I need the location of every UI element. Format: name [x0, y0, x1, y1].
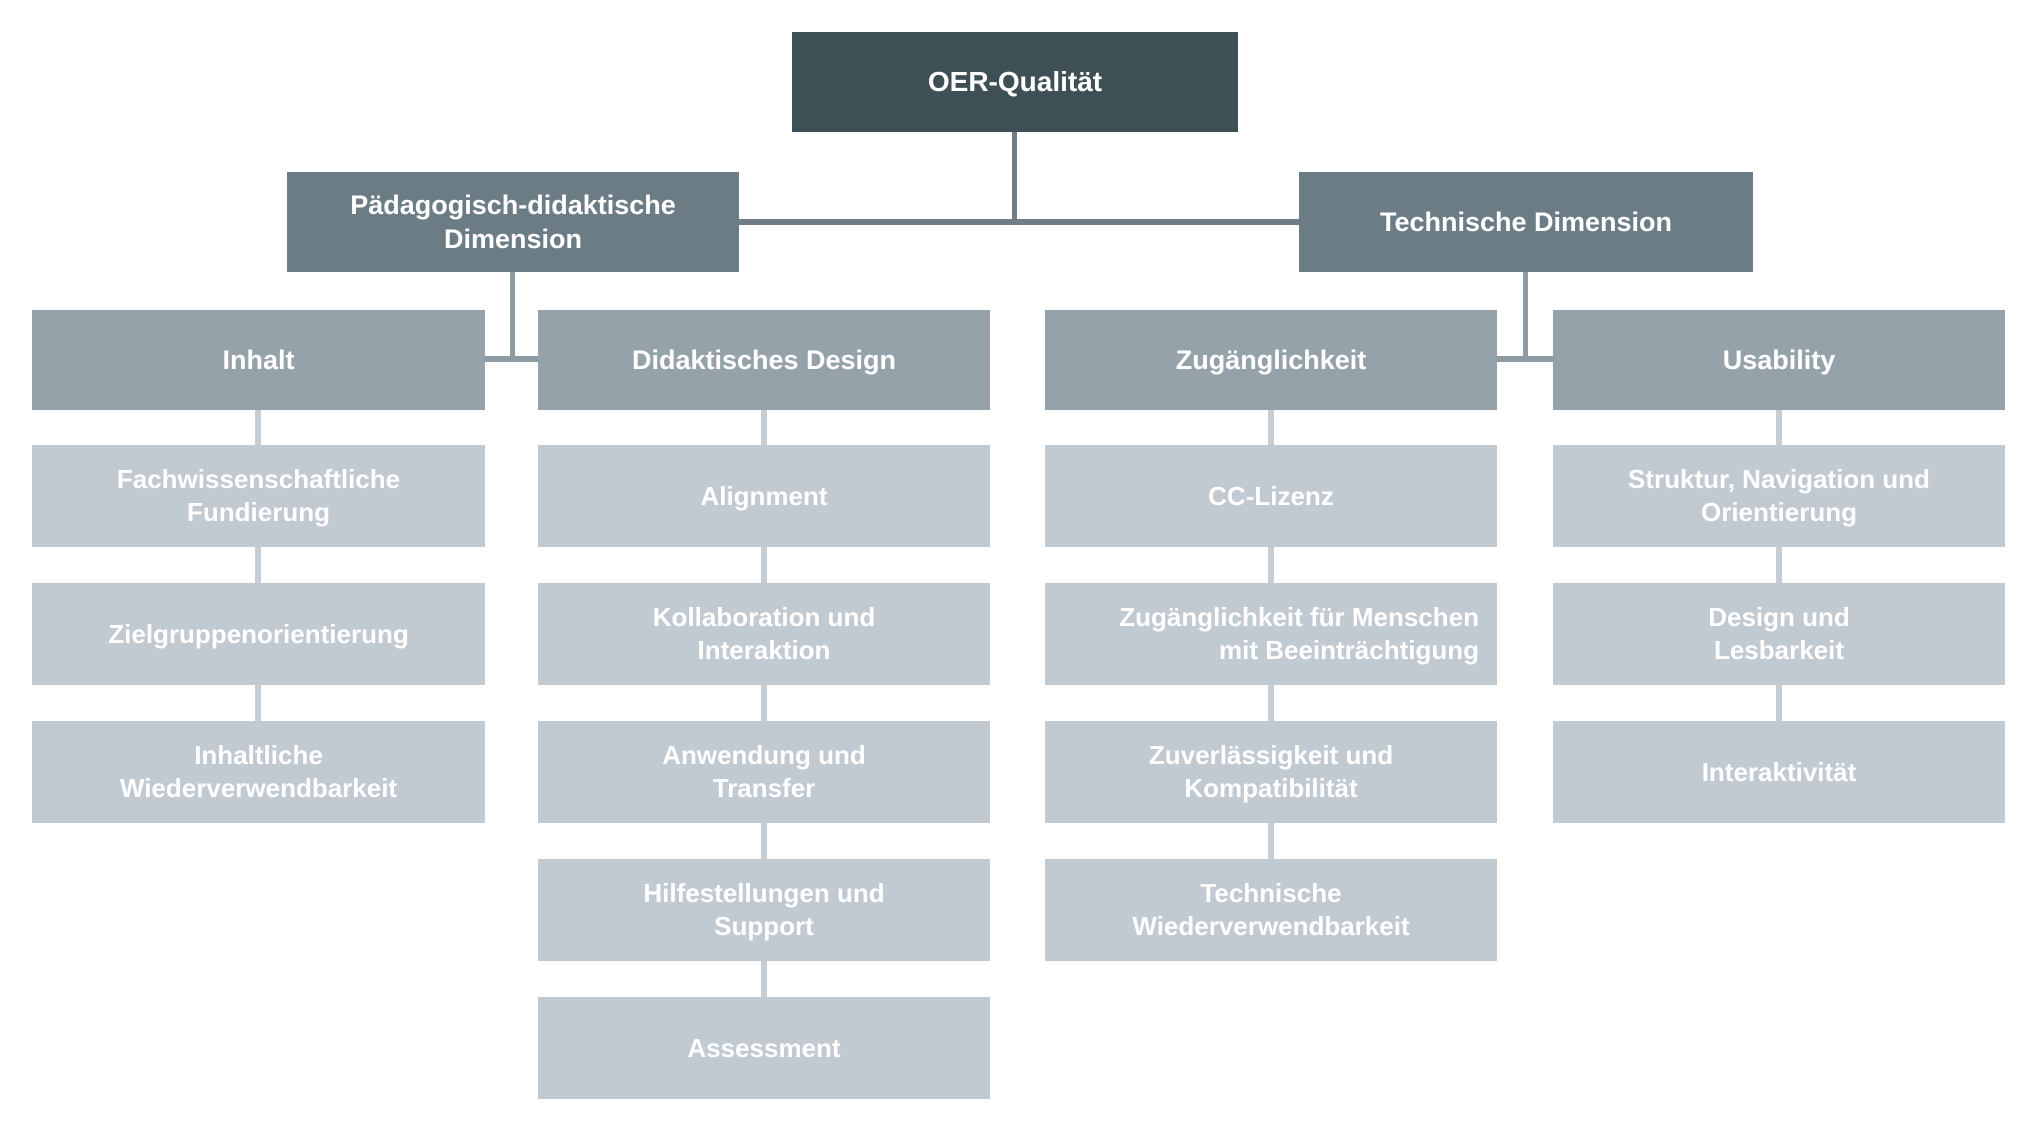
connector-technische-horizontal — [1497, 356, 1553, 362]
node-paedagogisch-didaktische-dimension: Pädagogisch-didaktische Dimension — [287, 172, 739, 272]
node-didaktisches-design: Didaktisches Design — [538, 310, 990, 410]
node-kollaboration-und-interaktion: Kollaboration und Interaktion — [538, 583, 990, 685]
node-zugaenglichkeit: Zugänglichkeit — [1045, 310, 1497, 410]
connector-zugaenglichkeit-1 — [1268, 410, 1274, 445]
connector-didaktisches-design-3 — [761, 685, 767, 721]
connector-technische-vertical — [1523, 272, 1528, 360]
node-usability: Usability — [1553, 310, 2005, 410]
connector-paedagogisch-vertical — [510, 272, 515, 360]
connector-didaktisches-design-2 — [761, 547, 767, 583]
connector-zugaenglichkeit-2 — [1268, 547, 1274, 583]
connector-usability-1 — [1776, 410, 1782, 445]
connector-zugaenglichkeit-3 — [1268, 685, 1274, 721]
node-inhalt: Inhalt — [32, 310, 485, 410]
connector-inhalt-1 — [255, 410, 261, 445]
node-alignment: Alignment — [538, 445, 990, 547]
connector-didaktisches-design-4 — [761, 823, 767, 859]
connector-root-vertical — [1012, 132, 1017, 224]
node-technische-wiederverwendbarkeit: Technische Wiederverwendbarkeit — [1045, 859, 1497, 961]
connector-zugaenglichkeit-4 — [1268, 823, 1274, 859]
connector-didaktisches-design-5 — [761, 961, 767, 997]
node-fachwissenschaftliche-fundierung: Fachwissenschaftliche Fundierung — [32, 445, 485, 547]
node-oer-qualitaet: OER-Qualität — [792, 32, 1238, 132]
node-interaktivitaet: Interaktivität — [1553, 721, 2005, 823]
node-cc-lizenz: CC-Lizenz — [1045, 445, 1497, 547]
connector-inhalt-3 — [255, 685, 261, 721]
connector-usability-2 — [1776, 547, 1782, 583]
node-technische-dimension: Technische Dimension — [1299, 172, 1753, 272]
node-hilfestellungen-und-support: Hilfestellungen und Support — [538, 859, 990, 961]
connector-usability-3 — [1776, 685, 1782, 721]
connector-paedagogisch-horizontal — [485, 356, 538, 362]
node-zielgruppenorientierung: Zielgruppenorientierung — [32, 583, 485, 685]
node-zugaenglichkeit-fuer-menschen-mit-beeintraechtigung: Zugänglichkeit für Menschen mit Beeinträ… — [1045, 583, 1497, 685]
node-struktur-navigation-und-orientierung: Struktur, Navigation und Orientierung — [1553, 445, 2005, 547]
connector-inhalt-2 — [255, 547, 261, 583]
node-anwendung-und-transfer: Anwendung und Transfer — [538, 721, 990, 823]
connector-didaktisches-design-1 — [761, 410, 767, 445]
node-assessment: Assessment — [538, 997, 990, 1099]
node-zuverlaessigkeit-und-kompatibilitaet: Zuverlässigkeit und Kompatibilität — [1045, 721, 1497, 823]
connector-dimensions-horizontal — [739, 219, 1299, 225]
node-inhaltliche-wiederverwendbarkeit: Inhaltliche Wiederverwendbarkeit — [32, 721, 485, 823]
node-design-und-lesbarkeit: Design und Lesbarkeit — [1553, 583, 2005, 685]
